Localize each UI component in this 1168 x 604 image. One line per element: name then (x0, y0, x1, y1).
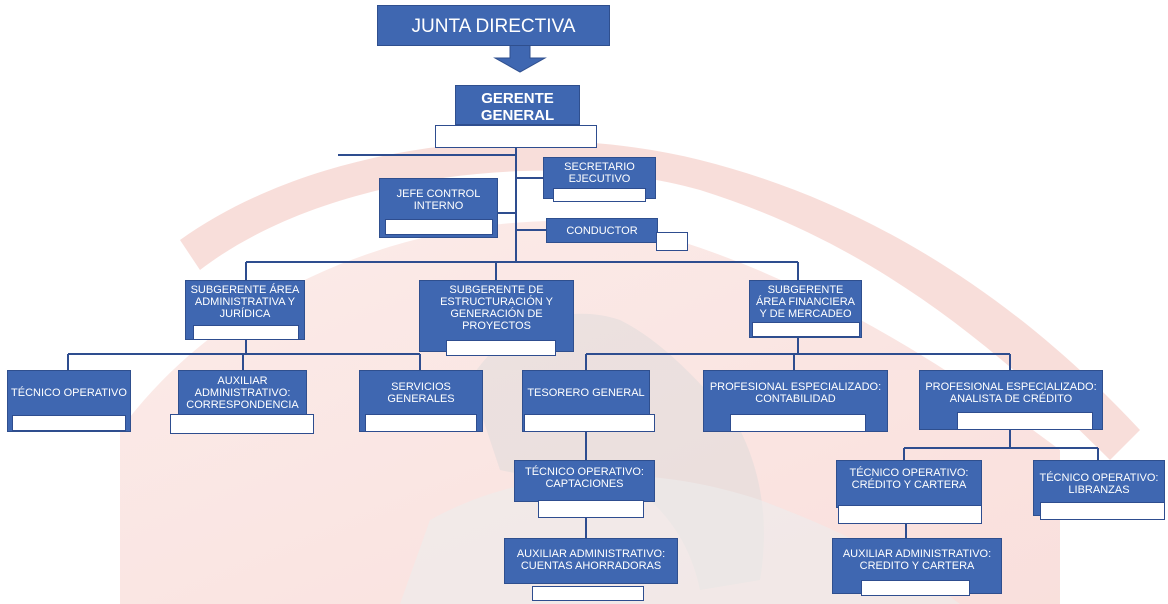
credit-analyst-label: PROFESIONAL ESPECIALIZADO: ANALISTA DE C… (925, 381, 1097, 405)
savings-accounts-label: AUXILIAR ADMINISTRATIVO: CUENTAS AHORRAD… (516, 548, 666, 572)
savings-accounts-name-field (532, 586, 644, 601)
captaciones-box: TÉCNICO OPERATIVO: CAPTACIONES (514, 460, 655, 502)
aux-credit-portfolio-name-field (861, 580, 970, 596)
captaciones-name-field (538, 500, 644, 518)
board-box: JUNTA DIRECTIVA (377, 5, 610, 46)
credit-portfolio-label: TÉCNICO OPERATIVO: CRÉDITO Y CARTERA (849, 467, 969, 491)
general-manager-box: GERENTE GENERAL (455, 85, 580, 125)
board-label: JUNTA DIRECTIVA (411, 16, 576, 37)
secretary-name-field (553, 188, 646, 202)
general-services-name-field (365, 414, 477, 432)
tech-operator-name-field (12, 415, 126, 431)
aux-correspondence-label: AUXILIAR ADMINISTRATIVO: CORRESPONDENCIA (186, 375, 299, 411)
aux-correspondence-name-field (170, 414, 314, 434)
secretary-label: SECRETARIO EJECUTIVO (564, 161, 635, 185)
internal-control-box: JEFE CONTROL INTERNO (379, 178, 498, 238)
subgerente-finance-label: SUBGERENTE ÁREA FINANCIERA Y DE MERCADEO (755, 284, 856, 320)
subgerente-projects-name-field (446, 340, 556, 356)
tech-operator-label: TÉCNICO OPERATIVO (11, 387, 127, 399)
credit-portfolio-box: TÉCNICO OPERATIVO: CRÉDITO Y CARTERA (836, 460, 982, 508)
credit-analyst-box: PROFESIONAL ESPECIALIZADO: ANALISTA DE C… (919, 370, 1103, 430)
credit-portfolio-name-field (838, 505, 982, 524)
subgerente-projects-label: SUBGERENTE DE ESTRUCTURACIÓN Y GENERACIÓ… (440, 284, 553, 332)
treasurer-name-field (524, 414, 655, 432)
subgerente-admin-label: SUBGERENTE ÁREA ADMINISTRATIVA Y JURÍDIC… (190, 284, 300, 320)
credit-analyst-name-field (957, 412, 1093, 430)
treasurer-label: TESORERO GENERAL (527, 387, 645, 399)
accounting-label: PROFESIONAL ESPECIALIZADO: CONTABILIDAD (709, 381, 882, 405)
subgerente-finance-name-field (752, 322, 860, 337)
accounting-name-field (730, 414, 866, 432)
internal-control-label: JEFE CONTROL INTERNO (396, 188, 481, 212)
driver-label: CONDUCTOR (566, 225, 638, 237)
captaciones-label: TÉCNICO OPERATIVO: CAPTACIONES (525, 466, 644, 490)
payroll-loans-label: TÉCNICO OPERATIVO: LIBRANZAS (1039, 472, 1159, 496)
internal-control-name-field (385, 219, 493, 235)
aux-credit-portfolio-label: AUXILIAR ADMINISTRATIVO: CREDITO Y CARTE… (842, 548, 992, 572)
driver-box: CONDUCTOR (546, 218, 658, 243)
subgerente-admin-name-field (193, 325, 299, 340)
payroll-loans-name-field (1040, 502, 1165, 520)
driver-name-field (656, 232, 688, 251)
general-services-label: SERVICIOS GENERALES (387, 381, 455, 405)
general-manager-name-field (435, 125, 597, 148)
savings-accounts-box: AUXILIAR ADMINISTRATIVO: CUENTAS AHORRAD… (504, 538, 678, 584)
general-manager-label: GERENTE GENERAL (480, 90, 555, 124)
